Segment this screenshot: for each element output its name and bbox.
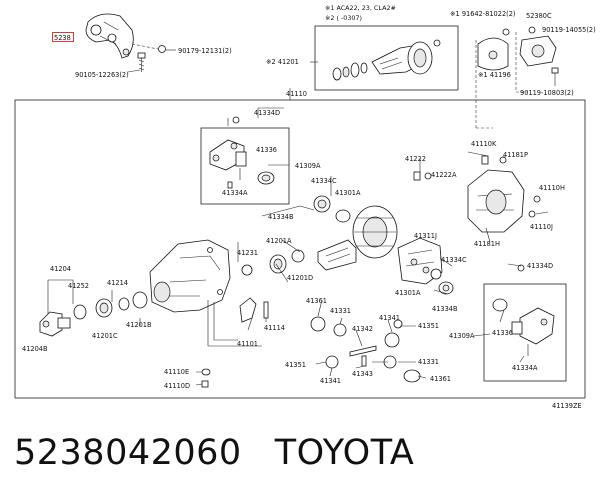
label-41222A: 41222A	[431, 171, 457, 179]
drive-pinion-41201	[371, 39, 441, 75]
label-41201A: 41201A	[266, 237, 292, 245]
part-number: 5238042060	[14, 433, 242, 473]
label-41334C-b: 41334C	[441, 256, 467, 264]
brand-name: TOYOTA	[274, 433, 415, 473]
label-41196: ※1 41196	[478, 71, 511, 79]
drain-plugs-41110E-D	[201, 368, 211, 388]
bolt-90105	[137, 52, 146, 72]
label-41110E: 41110E	[164, 368, 189, 376]
companion-flange-a	[209, 139, 247, 180]
plugs-41110K-41181P	[413, 155, 541, 218]
label-41361-a: 41361	[306, 297, 327, 305]
figure-code: 41139ZE	[552, 402, 582, 410]
label-41336-a: 41336	[256, 146, 277, 154]
label-41334D-b: 41334D	[527, 262, 553, 270]
label-41222: 41222	[405, 155, 426, 163]
label-41331-b: 41331	[418, 358, 439, 366]
ring-gear	[352, 205, 398, 259]
label-41101: 41101	[237, 340, 258, 348]
pinion-kit-box	[314, 25, 459, 91]
label-41341-b: 41341	[320, 377, 341, 385]
label-41334B-a: 41334B	[268, 213, 294, 221]
note-1: ※1 ACA22, 23, CLA2#	[325, 4, 396, 12]
label-41214: 41214	[107, 279, 128, 287]
label-41301A-a: 41301A	[335, 189, 361, 197]
label-90119-b: 90119-10803(2)	[520, 89, 574, 97]
label-41110-top: 41110	[286, 90, 307, 98]
label-41181P: 41181P	[503, 151, 528, 159]
diff-support-bracket	[85, 13, 134, 59]
cover-41196	[477, 28, 510, 71]
differential-gears	[310, 316, 421, 383]
label-41361-b: 41361	[430, 375, 451, 383]
label-41334B-b: 41334B	[432, 305, 458, 313]
label-90179: 90179-12131(2)	[178, 47, 232, 55]
label-41204: 41204	[50, 265, 71, 273]
label-41301A-b: 41301A	[395, 289, 421, 297]
label-41201C: 41201C	[92, 332, 118, 340]
diff-carrier-housing	[149, 239, 231, 313]
bolt-90179	[131, 43, 166, 53]
label-41351-b: 41351	[285, 361, 306, 369]
label-41201B: 41201B	[126, 321, 152, 329]
label-90105: 90105-12263(2)	[75, 71, 129, 79]
label-41110K: 41110K	[471, 140, 497, 148]
label-41336-b: 41336	[492, 329, 513, 337]
label-91642: ※1 91642-81022(2)	[450, 10, 516, 18]
side-bearings-right	[430, 268, 454, 295]
main-assembly-frame	[14, 99, 586, 399]
part-caption: 5238042060 TOYOTA	[14, 433, 414, 473]
pinion-shaft-gear	[317, 239, 357, 271]
label-41204B: 41204B	[22, 345, 48, 353]
flange-41204	[39, 311, 71, 337]
companion-flange-b	[511, 307, 555, 356]
label-41231: 41231	[237, 249, 258, 257]
label-41201D: 41201D	[287, 274, 313, 282]
housing-cover-41101	[239, 297, 269, 323]
label-41342: 41342	[352, 325, 373, 333]
label-52380C: 52380C	[526, 12, 552, 20]
label-41334A-b: 41334A	[512, 364, 538, 372]
label-90119-a: 90119-14055(2)	[542, 26, 596, 34]
label-41351-a: 41351	[418, 322, 439, 330]
label-41252: 41252	[68, 282, 89, 290]
mount-52380C	[519, 26, 559, 86]
note-2: ※2 ( -0307)	[325, 14, 362, 22]
bearings-washers-center	[241, 195, 351, 276]
label-41309A-b: 41309A	[449, 332, 475, 340]
label-41201-top: ※2 41201	[266, 58, 299, 66]
flange-kit-box-b	[483, 283, 567, 382]
label-41309A-a: 41309A	[295, 162, 321, 170]
label-41114: 41114	[264, 324, 285, 332]
diff-cover-41181H	[467, 169, 525, 233]
label-41110J: 41110J	[530, 223, 553, 231]
parts-diagram: ※1 ACA22, 23, CLA2# ※2 ( -0307) 5238 901…	[14, 4, 596, 410]
label-41311J: 41311J	[414, 232, 437, 240]
label-41334D-a: 41334D	[254, 109, 280, 117]
label-41334C-a: 41334C	[311, 177, 337, 185]
label-41343: 41343	[352, 370, 373, 378]
left-seals-bearings	[73, 291, 148, 320]
label-5238-highlighted: 5238	[54, 34, 71, 42]
label-41181H: 41181H	[474, 240, 500, 248]
label-41110H: 41110H	[539, 184, 565, 192]
flange-kit-box-a	[200, 127, 290, 205]
label-41331-a: 41331	[330, 307, 351, 315]
label-41341-a: 41341	[379, 314, 400, 322]
label-41334A-a: 41334A	[222, 189, 248, 197]
label-41110D: 41110D	[164, 382, 190, 390]
pinion-washers	[332, 62, 368, 81]
